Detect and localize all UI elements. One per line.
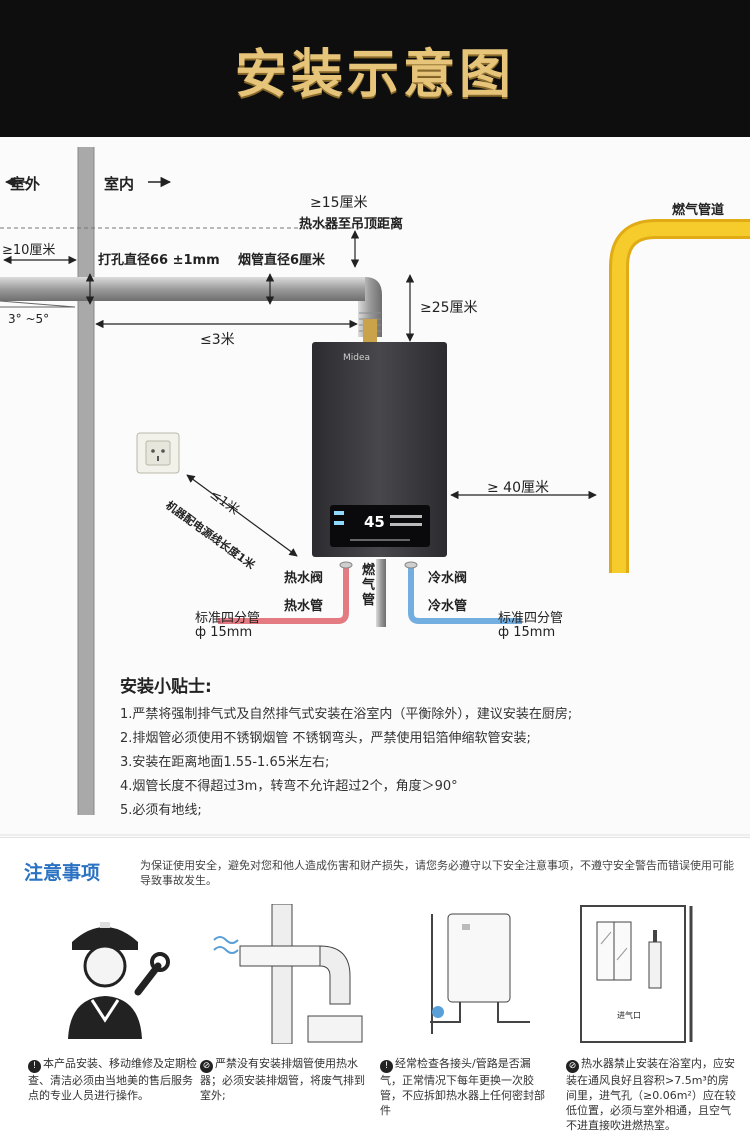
wall — [77, 147, 95, 815]
illustration-flue — [200, 903, 370, 1045]
std-diameter-left-label: ф 15mm — [195, 625, 253, 640]
cold-pipe-label: 冷水管 — [428, 599, 468, 614]
side-clearance-label: ≥ 40厘米 — [487, 480, 549, 496]
notice-title: 注意事项 — [24, 862, 101, 884]
page-title: 安装示意图 — [234, 45, 515, 105]
caption-3: !经常检查各接头/管路是否漏气，正常情况下每年更换一次胶管，不应拆卸热水器上任何… — [380, 1056, 552, 1118]
water-heater — [312, 342, 447, 557]
prohibited-icon: ⊘ — [566, 1060, 579, 1073]
gas-pipe-label: 燃气管道 — [672, 203, 725, 218]
caption-4: ⊘热水器禁止安装在浴室内，应安装在通风良好且容积>7.5m³的房间里，进气孔（≥… — [566, 1056, 738, 1133]
warning-icon: ! — [28, 1060, 41, 1073]
cold-water-pipe — [404, 561, 522, 624]
flue-diameter-label: 烟管直径6厘米 — [238, 253, 326, 268]
cold-valve-label: 冷水阀 — [428, 571, 468, 586]
slope-label: 3° ~5° — [8, 312, 50, 326]
indoor-label: 室内 — [104, 175, 135, 193]
std-diameter-right-label: ф 15mm — [498, 625, 556, 640]
installation-diagram: 室外 室内 ≥15厘米 热水器至吊顶距离 燃气管道 ≥10厘米 打孔直径66 ±… — [0, 137, 750, 837]
caption-4-text: 热水器禁止安装在浴室内，应安装在通风良好且容积>7.5m³的房间里，进气孔（≥0… — [566, 1057, 736, 1132]
brand-logo: Midea — [343, 353, 371, 363]
illustration-room: 进气口 — [575, 904, 745, 1044]
tips-title: 安装小贴士: — [120, 677, 212, 697]
illustration-gas-check — [390, 904, 560, 1044]
technician-icon — [68, 922, 170, 1039]
vent-label: 进气口 — [617, 1011, 641, 1020]
diagram-graphics — [0, 147, 750, 836]
hot-water-pipe — [218, 561, 353, 624]
hot-pipe-label: 热水管 — [284, 599, 324, 614]
installation-tips: 安装小贴士: 1.严禁将强制排气式及自然排气式安装在浴室内（平衡除外），建议安装… — [120, 672, 680, 823]
caption-2-text: 严禁没有安装排烟管使用热水器；必须安装排烟管，将废气排到室外; — [200, 1057, 365, 1102]
hole-diameter-label: 打孔直径66 ±1mm — [98, 253, 220, 268]
outdoor-label: 室外 — [10, 175, 41, 193]
caption-1-text: 本产品安装、移动维修及定期检查、清洁必须由当地美的售后服务点的专业人员进行操作。 — [28, 1057, 197, 1102]
header-banner: 安装示意图 — [0, 0, 750, 137]
flue-pipe — [0, 277, 382, 343]
top-clearance-label: ≥25厘米 — [420, 300, 478, 316]
tip-item-2: 2.排烟管必须使用不锈钢烟管 不锈钢弯头，严禁使用铝箔伸缩软管安装; — [120, 731, 531, 746]
std-pipe-left-label: 标准四分管 — [195, 611, 261, 626]
ceiling-distance-desc: 热水器至吊顶距离 — [299, 217, 404, 232]
flue-length-label: ≤3米 — [200, 332, 235, 348]
flue-install-icon — [213, 903, 363, 1045]
tip-item-1: 1.严禁将强制排气式及自然排气式安装在浴室内（平衡除外），建议安装在厨房; — [120, 707, 573, 722]
heater-display-value: 45 — [364, 513, 385, 531]
overhang-label: ≥10厘米 — [2, 243, 56, 258]
notice-intro: 为保证使用安全，避免对您和他人造成伤害和财产损失，请您务必遵守以下安全注意事项，… — [140, 859, 734, 887]
gas-inlet-label: 燃气管 — [362, 563, 376, 608]
safety-notice-section: 注意事项 为保证使用安全，避免对您和他人造成伤害和财产损失，请您务必遵守以下安全… — [0, 837, 750, 1132]
caption-1: !本产品安装、移动维修及定期检查、清洁必须由当地美的售后服务点的专业人员进行操作… — [28, 1056, 200, 1103]
gas-pipe — [609, 219, 750, 573]
tip-item-4: 4.烟管长度不得超过3m，转弯不允许超过2个，角度＞90° — [120, 779, 458, 794]
std-pipe-right-label: 标准四分管 — [498, 611, 564, 626]
gas-inlet-pipe — [376, 559, 386, 627]
hot-valve-label: 热水阀 — [284, 571, 324, 586]
illustration-technician — [20, 904, 190, 1044]
tip-item-5: 5.必须有地线; — [120, 803, 202, 818]
caption-3-text: 经常检查各接头/管路是否漏气，正常情况下每年更换一次胶管，不应拆卸热水器上任何密… — [380, 1057, 545, 1117]
room-ventilation-icon — [580, 905, 693, 1043]
gas-check-icon — [430, 913, 530, 1034]
slope-indicator — [0, 300, 76, 308]
tip-item-3: 3.安装在距离地面1.55-1.65米左右; — [120, 755, 330, 770]
wall-socket — [136, 432, 180, 474]
caution-icon: ! — [380, 1060, 393, 1073]
caption-2: ⊘严禁没有安装排烟管使用热水器；必须安装排烟管，将废气排到室外; — [200, 1056, 372, 1103]
ceiling-distance-value: ≥15厘米 — [310, 195, 368, 211]
prohibited-icon: ⊘ — [200, 1060, 213, 1073]
socket-distance-arrow — [186, 474, 298, 557]
